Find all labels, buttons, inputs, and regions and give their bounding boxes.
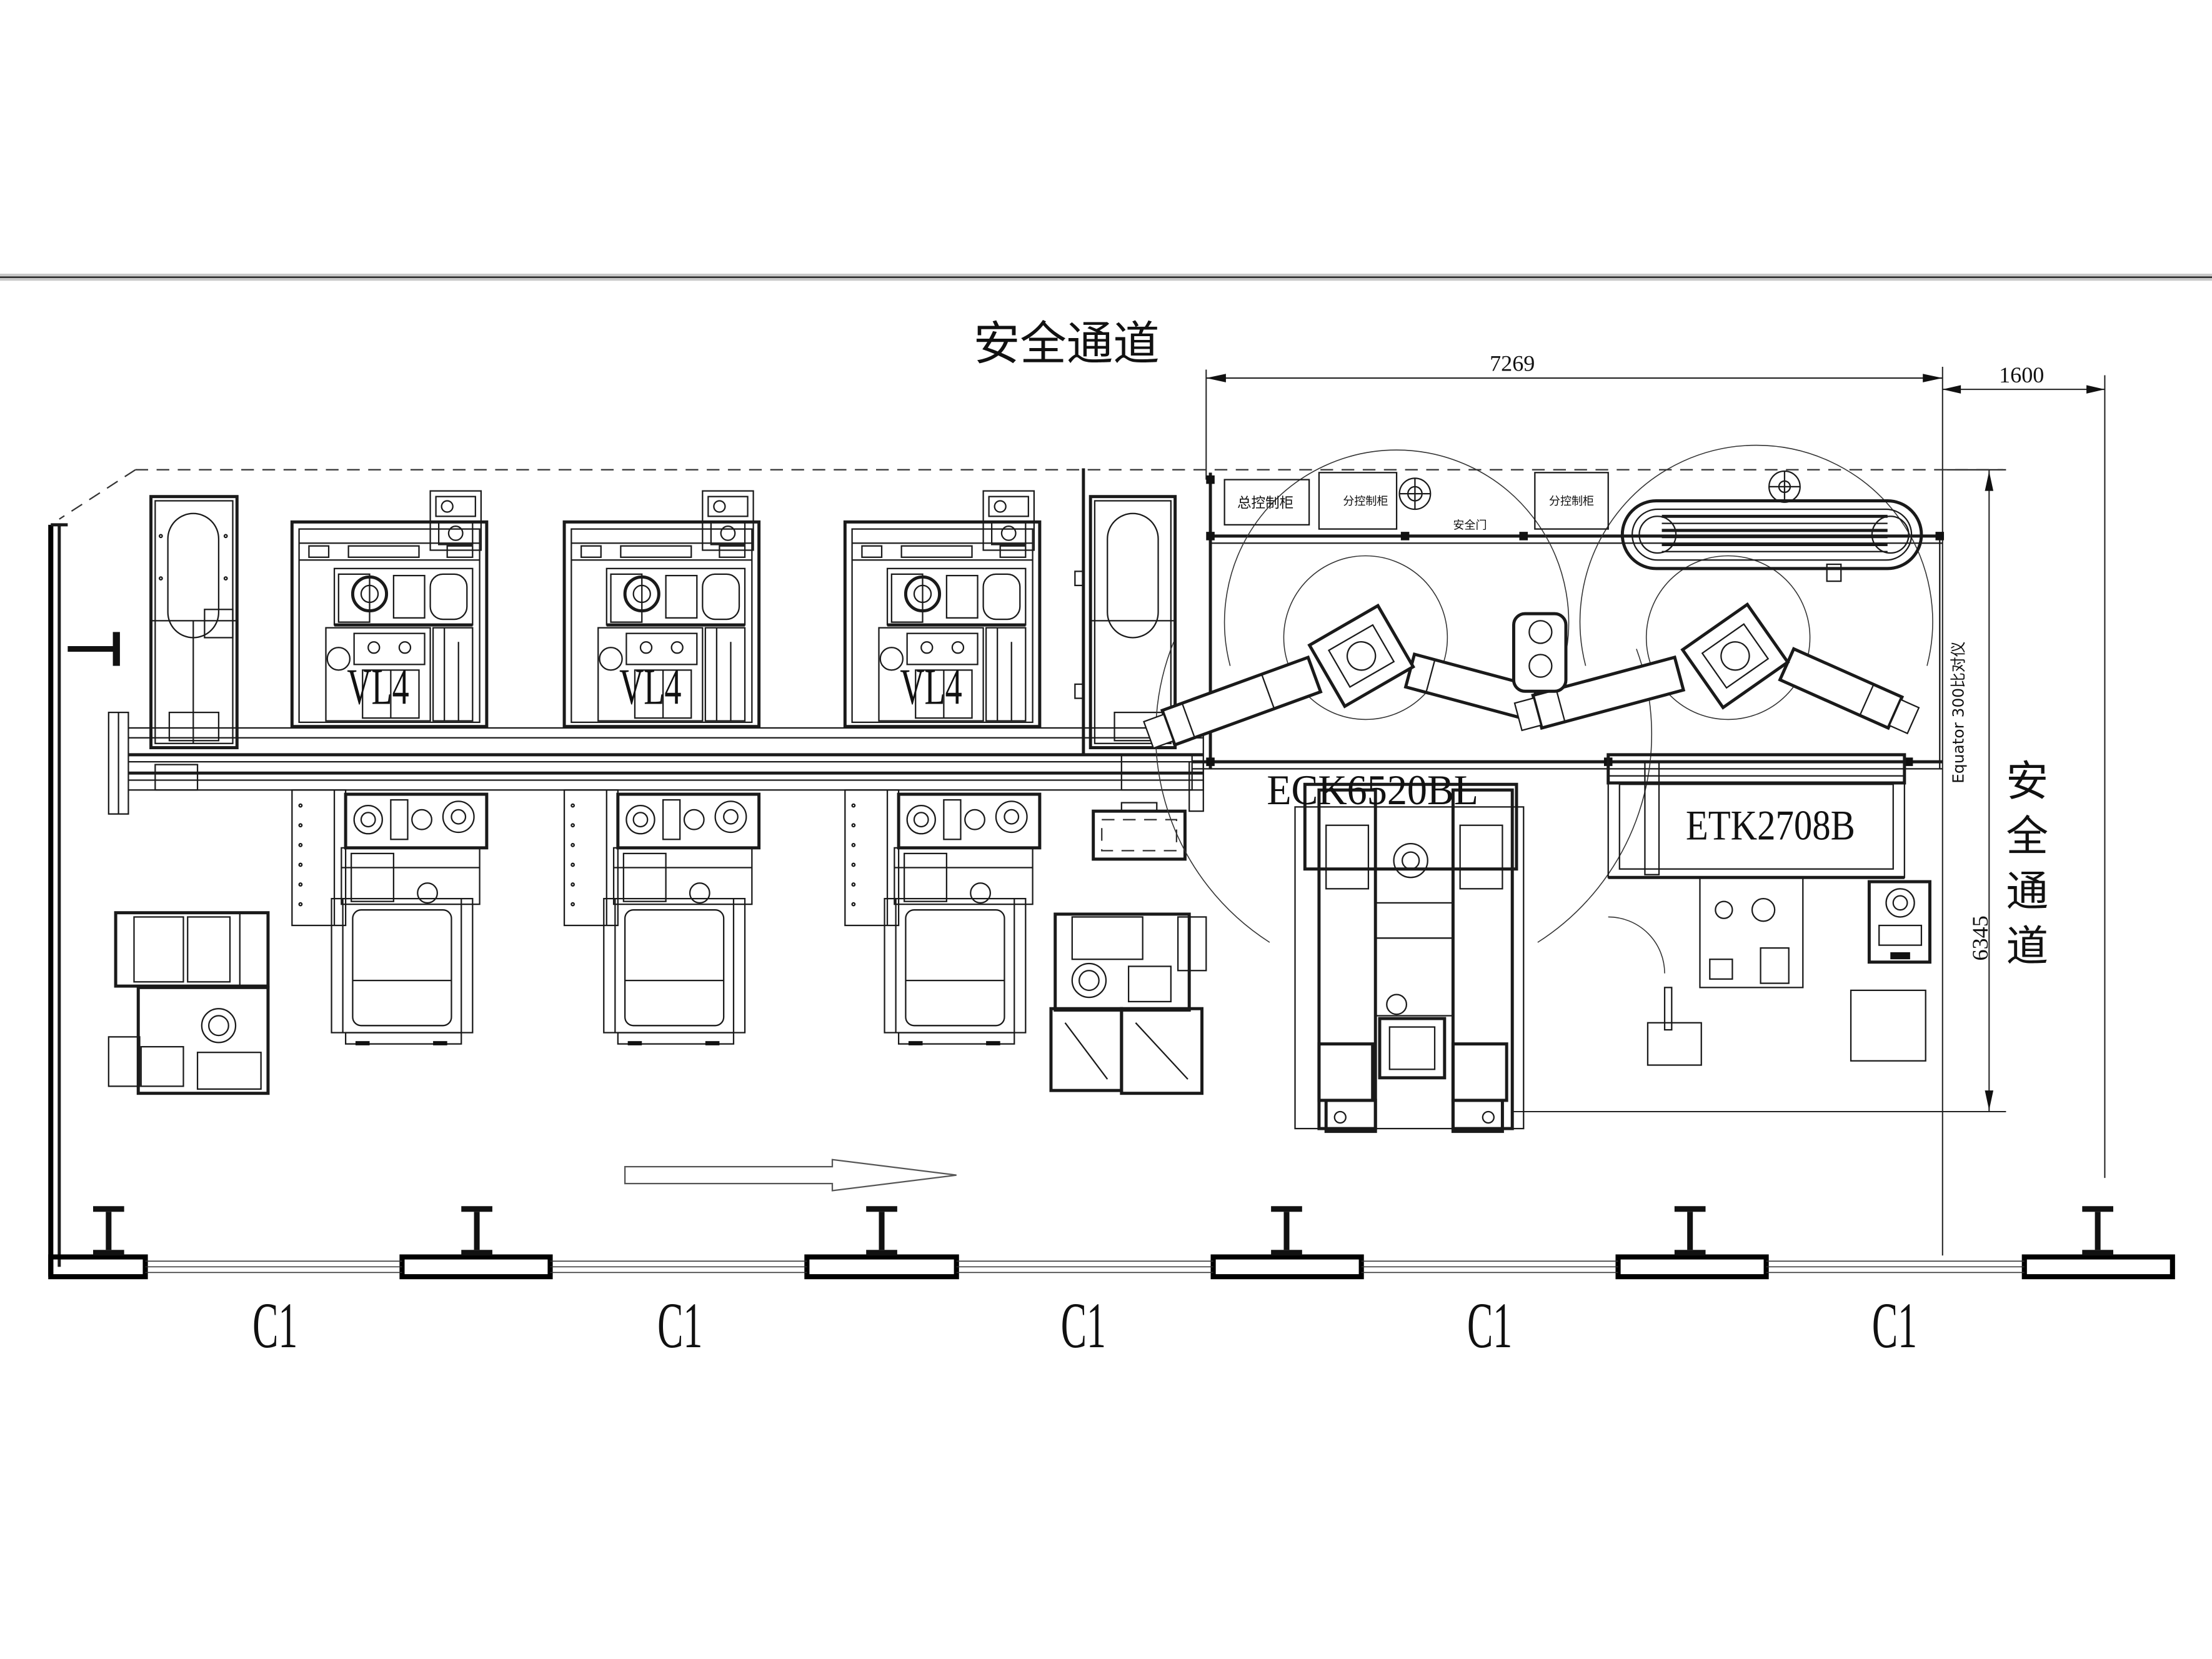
main-control-cabinet-label: 总控制柜 xyxy=(1237,496,1293,512)
dimension-value: 1600 xyxy=(1999,362,2044,387)
building-wall xyxy=(48,523,68,1277)
gear-icon xyxy=(1398,477,1432,511)
vl4-machine-label: VL4 xyxy=(619,659,681,715)
column-ibeam xyxy=(1271,1206,1302,1256)
wall-window xyxy=(1361,1260,1618,1273)
equator-gauge-unit xyxy=(1867,880,1931,964)
sub-control-cabinet-1: 分控制柜 xyxy=(1318,472,1398,530)
column-ibeam xyxy=(93,1206,124,1256)
left-auxiliary-unit xyxy=(107,911,270,1095)
bay-label: C1 xyxy=(252,1290,297,1362)
sub-control-cabinet-2: 分控制柜 xyxy=(1534,472,1609,530)
center-auxiliary-unit xyxy=(1049,912,1207,1095)
column-ibeam xyxy=(2082,1206,2113,1256)
bay-label: C1 xyxy=(1061,1290,1106,1362)
top-border-line xyxy=(0,273,2212,281)
wall-window xyxy=(550,1260,807,1273)
wall-window xyxy=(1766,1260,2025,1273)
part-conveyor-loop xyxy=(1620,499,1923,582)
bay-label: C1 xyxy=(1467,1290,1512,1362)
dimension-cell-width: 7269 xyxy=(1205,351,1943,1256)
main-gantry-rail xyxy=(107,711,1204,815)
main-control-cabinet: 总控制柜 xyxy=(1223,479,1310,526)
eck6520bl-label: ECK6520BL xyxy=(1267,767,1478,814)
sub-control-cabinet-label: 分控制柜 xyxy=(1549,495,1594,508)
vl4-machine-label: VL4 xyxy=(347,659,409,715)
wall-column-ibeam xyxy=(67,632,120,666)
robot-1 xyxy=(1143,603,1557,749)
floor-station-square xyxy=(1850,989,1926,1062)
small-transfer-box xyxy=(1092,802,1187,861)
eck6520bl-machine: ECK6520BL xyxy=(1267,767,1525,1133)
column-ibeam xyxy=(866,1206,897,1256)
dimension-passage-width: 1600 xyxy=(1942,362,2106,1178)
safety-door-label: 安全门 xyxy=(1453,519,1487,532)
side-passage-label: 安全通道 xyxy=(2006,756,2048,970)
dimension-value: 7269 xyxy=(1490,351,1535,376)
etk2708b-machine: ETK2708B xyxy=(1607,753,1906,1066)
left-loader-tower xyxy=(149,495,239,750)
dimension-value: 6345 xyxy=(1968,915,1993,960)
right-loader-tower xyxy=(1074,468,1177,755)
etk2708b-label: ETK2708B xyxy=(1686,802,1855,849)
building-wall-bottom xyxy=(48,1254,2175,1280)
wall-window xyxy=(145,1260,402,1273)
cell-boundary-dashed xyxy=(59,469,2003,520)
workpiece-stand xyxy=(1512,612,1568,693)
vl4-machine-label: VL4 xyxy=(900,659,962,715)
bay-label: C1 xyxy=(1872,1290,1917,1362)
bay-label: C1 xyxy=(657,1290,702,1362)
sub-control-cabinet-label: 分控制柜 xyxy=(1343,495,1388,508)
wall-window xyxy=(956,1260,1213,1273)
column-ibeam xyxy=(461,1206,492,1256)
column-ibeam xyxy=(1674,1206,1706,1256)
robot-reach-arcs xyxy=(1155,444,1933,943)
drawing-title: 安全通道 xyxy=(974,317,1160,371)
building-columns xyxy=(93,1206,2113,1256)
flow-direction-arrow xyxy=(624,1158,957,1192)
robot-2 xyxy=(1513,602,1920,735)
equator-gauge-label: Equator 300比对仪 xyxy=(1950,641,1968,783)
gear-icon xyxy=(1768,470,1801,503)
